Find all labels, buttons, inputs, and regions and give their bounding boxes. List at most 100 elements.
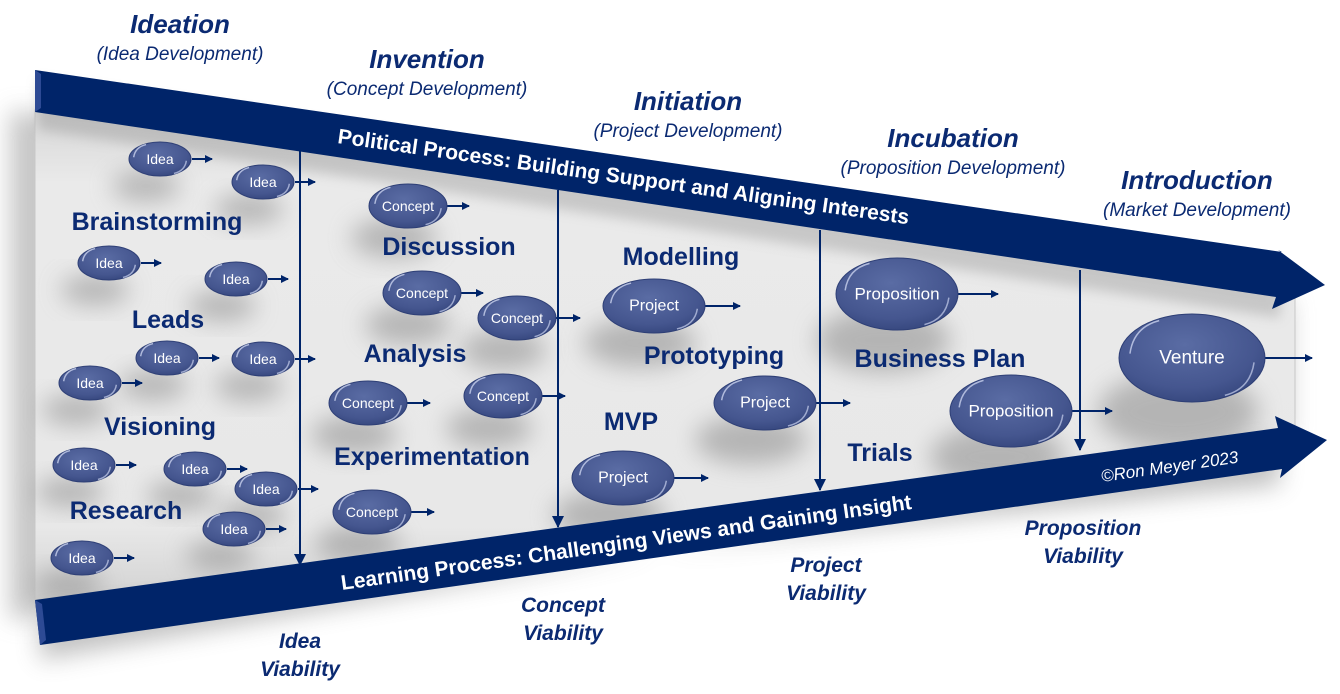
activity-label-visioning: Visioning — [104, 413, 216, 441]
node-concept: Concept — [463, 373, 543, 419]
node-idea: Idea — [202, 511, 266, 547]
viability-label: Viability — [1043, 545, 1124, 568]
activity-label-discussion: Discussion — [382, 233, 515, 261]
activity-label-brainstorming: Brainstorming — [72, 208, 243, 236]
stage-subtitle: (Project Development) — [593, 121, 782, 142]
node-ellipse — [234, 471, 298, 507]
activity-label-modelling: Modelling — [623, 243, 740, 271]
node-label: Idea — [220, 521, 247, 537]
node-idea: Idea — [231, 164, 295, 200]
node-project: Project — [602, 278, 706, 334]
node-arrows — [114, 155, 1313, 562]
activity-label-business-plan: Business Plan — [855, 345, 1026, 373]
viability-label: Viability — [523, 622, 604, 645]
node-label: Idea — [249, 174, 276, 190]
viability-label: Viability — [260, 658, 341, 681]
node-ellipse — [571, 450, 675, 506]
node-venture: Venture — [1118, 313, 1266, 403]
node-ellipse — [382, 270, 462, 316]
stage-subtitle: (Idea Development) — [97, 44, 264, 65]
viability-label: Viability — [786, 582, 867, 605]
node-ellipse — [231, 341, 295, 377]
node-concept: Concept — [477, 295, 557, 341]
node-label: Project — [740, 395, 790, 412]
node-concept: Concept — [382, 270, 462, 316]
node-idea: Idea — [163, 451, 227, 487]
node-ellipse — [949, 374, 1073, 448]
node-project: Project — [571, 450, 675, 506]
node-ellipse — [202, 511, 266, 547]
node-label: Idea — [153, 350, 180, 366]
activity-label-leads: Leads — [132, 306, 204, 334]
node-idea: Idea — [58, 365, 122, 401]
node-idea: Idea — [128, 141, 192, 177]
activity-label-analysis: Analysis — [364, 340, 467, 368]
node-ellipse — [713, 375, 817, 431]
node-proposition: Proposition — [949, 374, 1073, 448]
stage-subtitle: (Market Development) — [1103, 200, 1291, 221]
activity-label-experimentation: Experimentation — [334, 443, 530, 471]
node-ellipse — [52, 447, 116, 483]
node-ellipse — [332, 489, 412, 535]
node-idea: Idea — [204, 261, 268, 297]
activity-label-research: Research — [70, 497, 183, 525]
node-concept: Concept — [368, 183, 448, 229]
stage-headers: Ideation (Idea Development) Invention (Conc… — [97, 9, 1291, 221]
node-ellipse — [328, 380, 408, 426]
node-concept: Concept — [328, 380, 408, 426]
node-label: Idea — [76, 375, 103, 391]
node-label: Idea — [95, 255, 122, 271]
node-ellipse — [368, 183, 448, 229]
node-concept: Concept — [332, 489, 412, 535]
node-label: Concept — [382, 198, 434, 214]
node-project: Project — [713, 375, 817, 431]
node-label: Concept — [477, 388, 529, 404]
node-ellipse — [58, 365, 122, 401]
viability-labels: IdeaViabilityConceptViabilityProjectViab… — [260, 517, 1141, 681]
node-ellipse — [477, 295, 557, 341]
node-label: Concept — [342, 395, 394, 411]
node-ellipse — [231, 164, 295, 200]
node-ellipse — [135, 340, 199, 376]
node-label: Idea — [70, 457, 97, 473]
viability-label: Idea — [279, 630, 321, 653]
node-label: Idea — [249, 351, 276, 367]
node-label: Idea — [146, 151, 173, 167]
stage-title-initiation: Initiation — [634, 86, 742, 116]
node-label: Proposition — [854, 285, 939, 304]
stage-gate-dividers — [294, 150, 1086, 566]
node-label: Proposition — [968, 402, 1053, 421]
learning-band-shape — [35, 416, 1327, 645]
node-ellipse — [77, 245, 141, 281]
node-idea: Idea — [77, 245, 141, 281]
viability-label: Concept — [521, 594, 606, 617]
node-ellipse — [1118, 313, 1266, 403]
node-label: Idea — [68, 550, 95, 566]
stage-title-introduction: Introduction — [1121, 165, 1273, 195]
node-label: Venture — [1159, 348, 1225, 369]
stage-subtitle: (Concept Development) — [327, 79, 528, 100]
node-ellipse — [463, 373, 543, 419]
node-ellipse — [204, 261, 268, 297]
node-idea: Idea — [135, 340, 199, 376]
node-ellipse — [50, 540, 114, 576]
stage-subtitle: (Proposition Development) — [841, 158, 1066, 179]
node-ellipse — [163, 451, 227, 487]
node-idea: Idea — [52, 447, 116, 483]
stage-title-ideation: Ideation — [130, 9, 230, 39]
node-idea: Idea — [234, 471, 298, 507]
node-ellipse — [128, 141, 192, 177]
node-label: Idea — [222, 271, 249, 287]
node-ellipse — [835, 257, 959, 331]
node-label: Project — [629, 298, 679, 315]
political-band-shape — [35, 70, 1325, 309]
activity-label-mvp: MVP — [604, 408, 658, 436]
stage-title-invention: Invention — [369, 44, 485, 74]
node-label: Idea — [252, 481, 279, 497]
activity-label-prototyping: Prototyping — [644, 342, 784, 370]
node-proposition: Proposition — [835, 257, 959, 331]
node-label: Idea — [181, 461, 208, 477]
